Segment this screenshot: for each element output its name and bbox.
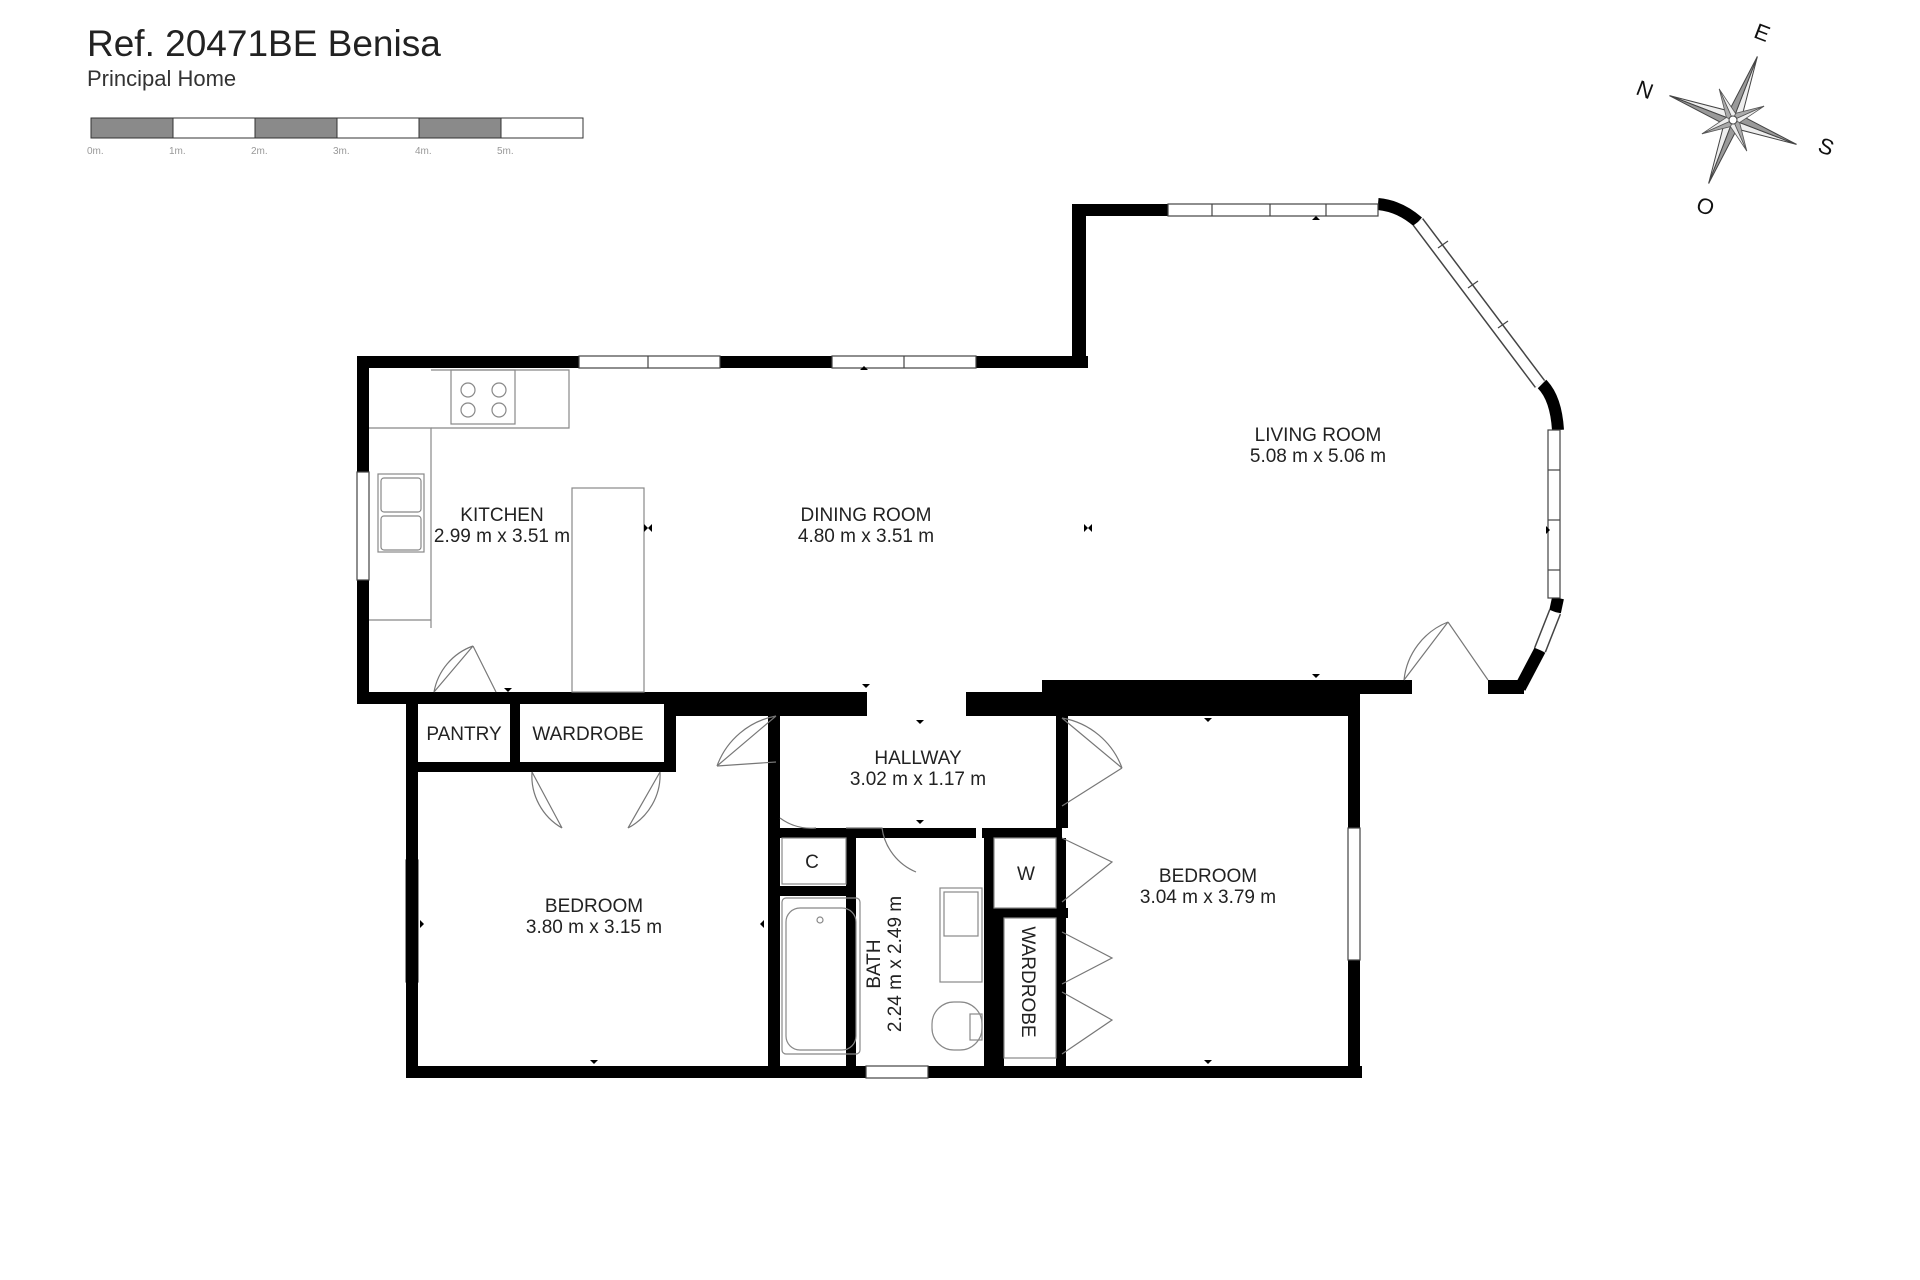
plan-header: Ref. 20471BE Benisa Principal Home: [87, 22, 441, 92]
bath-fixtures: [781, 837, 1057, 1059]
room-kitchen: KITCHEN 2.99 m x 3.51 m: [434, 505, 570, 547]
room-bath: BATH 2.24 m x 2.49 m: [864, 896, 906, 1032]
label-closet-c: C: [805, 852, 819, 873]
plan-title: Ref. 20471BE Benisa: [87, 23, 441, 64]
compass-west-label: O: [1693, 192, 1718, 221]
room-bedroom-right: BEDROOM 3.04 m x 3.79 m: [1140, 866, 1276, 908]
scale-tick: 5m.: [497, 146, 514, 157]
scale-tick: 4m.: [415, 146, 432, 157]
label-closet-w: W: [1017, 864, 1035, 885]
compass-east-label: E: [1751, 18, 1774, 47]
scale-tick: 2m.: [251, 146, 268, 157]
doors: [433, 621, 1489, 1055]
scale-tick: 3m.: [333, 146, 350, 157]
room-dims-living: 5.08 m x 5.06 m: [1250, 446, 1386, 467]
compass-north-label: N: [1633, 75, 1657, 104]
room-name-hallway: HALLWAY: [874, 748, 962, 769]
room-name-dining: DINING ROOM: [801, 505, 932, 526]
compass-rose-icon: [1669, 56, 1797, 184]
exterior-walls: [357, 204, 1524, 1078]
scale-bar: 0m. 1m. 2m. 3m. 4m. 5m.: [87, 117, 584, 157]
scale-tick: 0m.: [87, 146, 104, 157]
room-name-bedroom: BEDROOM: [1159, 866, 1257, 887]
label-wardrobe-vertical: WARDROBE: [1017, 926, 1038, 1037]
room-name-bath: BATH: [864, 939, 885, 988]
room-dining: DINING ROOM 4.80 m x 3.51 m: [798, 505, 934, 547]
room-name-bedroom: BEDROOM: [545, 896, 643, 917]
room-living: LIVING ROOM 5.08 m x 5.06 m: [1250, 425, 1386, 467]
windows: [356, 203, 1561, 1079]
measurement-markers: [420, 216, 1550, 1064]
room-bedroom-left: BEDROOM 3.80 m x 3.15 m: [526, 896, 662, 938]
room-dims-dining: 4.80 m x 3.51 m: [798, 526, 934, 547]
room-dims-bedroom: 3.04 m x 3.79 m: [1140, 887, 1276, 908]
compass-south-label: S: [1815, 132, 1838, 161]
room-dims-bath: 2.24 m x 2.49 m: [885, 896, 906, 1032]
plan-subtitle: Principal Home: [87, 66, 237, 91]
room-name-living: LIVING ROOM: [1255, 425, 1382, 446]
room-dims-hallway: 3.02 m x 1.17 m: [850, 769, 986, 790]
label-pantry: PANTRY: [426, 724, 502, 745]
room-dims-kitchen: 2.99 m x 3.51 m: [434, 526, 570, 547]
living-room-bay-walls: [1377, 198, 1564, 691]
scale-tick: 1m.: [169, 146, 186, 157]
kitchen-fixtures: [369, 369, 645, 693]
bay-windows: [1412, 218, 1562, 653]
interior-walls: [406, 692, 1068, 1078]
room-name-kitchen: KITCHEN: [460, 505, 543, 526]
room-dims-bedroom: 3.80 m x 3.15 m: [526, 917, 662, 938]
room-hallway: HALLWAY 3.02 m x 1.17 m: [850, 748, 986, 790]
label-wardrobe: WARDROBE: [532, 724, 643, 745]
